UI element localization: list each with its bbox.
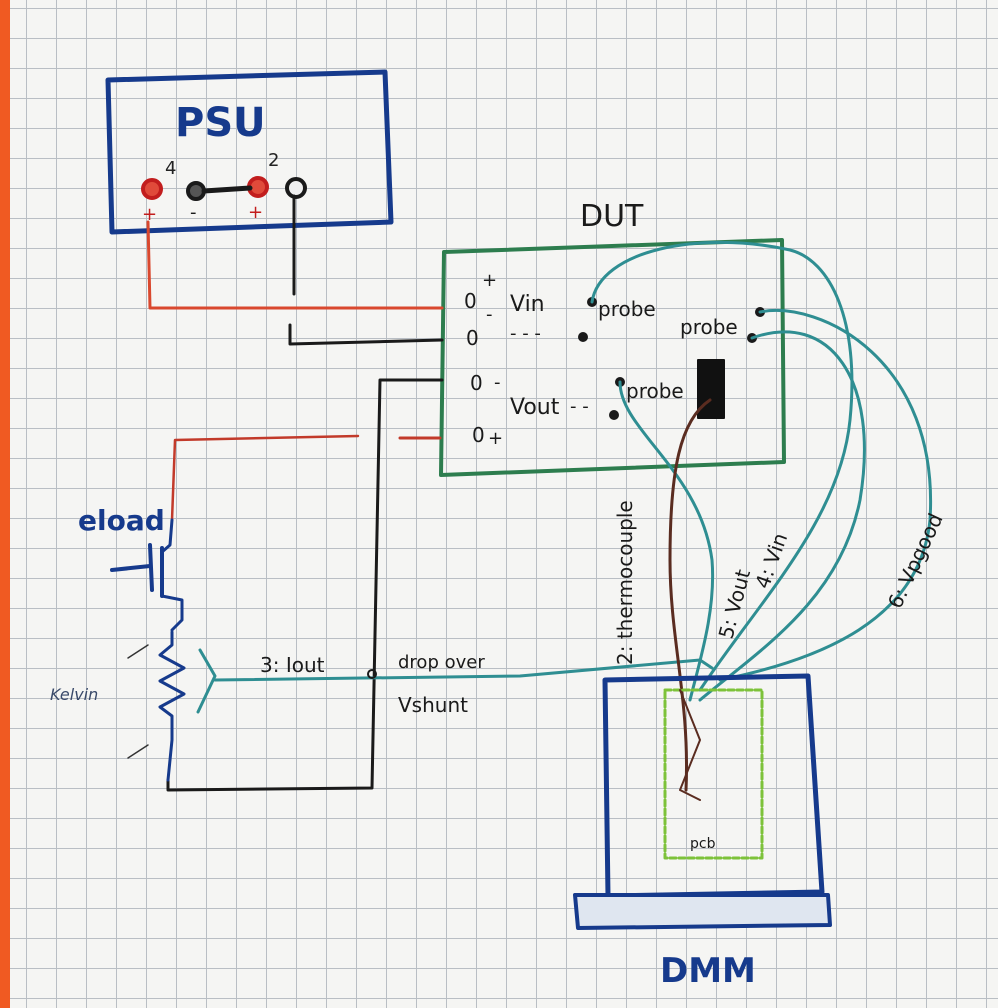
wire-vin-probe <box>590 240 854 692</box>
dut-zero-in2: 0 <box>466 326 479 350</box>
psu-terminal-2-minus <box>285 177 307 199</box>
psu-label-4: 4 <box>165 158 176 179</box>
iout-label: 3: Iout <box>260 653 325 677</box>
psu-plus-b: + <box>248 202 263 223</box>
dut-dash-in: - - - <box>510 323 541 344</box>
wire-dut-out-minus <box>166 378 444 792</box>
dut-zero-in: 0 <box>464 289 477 313</box>
eload-mosfet <box>110 543 164 598</box>
dot-vin-minus <box>578 332 588 342</box>
dut-zero-out: 0 <box>470 371 483 395</box>
psu-title: PSU <box>175 100 266 146</box>
psu-terminal-4-plus <box>141 178 163 200</box>
wire-eload-plus <box>170 434 360 522</box>
psu-jumper <box>201 185 253 194</box>
thermocouple-sensor <box>697 359 725 419</box>
wire-thermocouple <box>668 398 712 792</box>
vin-channel-label: 4: Vin <box>750 530 792 592</box>
wire-psu-plus-to-dut-vin <box>146 220 444 310</box>
dut-minus-in: - <box>486 304 493 325</box>
wire-gnd-to-dut <box>288 323 444 346</box>
wire-vout-probe <box>618 380 715 702</box>
kelvin-arrows <box>127 644 149 759</box>
dut-plus-in: + <box>482 270 497 291</box>
dmm-pcb-twist <box>679 689 701 801</box>
probe-label-pgood: probe <box>680 315 738 339</box>
vout-channel-label: 5: Vout <box>714 567 756 642</box>
dut-minus-out: - <box>494 372 501 393</box>
dot-vout-minus <box>609 410 619 420</box>
vshunt-label: Vshunt <box>398 693 468 717</box>
dmm-box <box>602 673 825 899</box>
thermocouple-label: 2: thermocouple <box>613 500 637 665</box>
wire-vpgood-probe-b <box>698 330 866 702</box>
dut-box <box>439 238 786 477</box>
dmm-pcb <box>663 688 764 860</box>
dmm-title: DMM <box>660 951 756 991</box>
drop-over-label: drop over <box>398 652 485 673</box>
psu-minus-a: - <box>190 202 197 223</box>
psu-plus-a: + <box>142 204 157 225</box>
dut-title: DUT <box>580 199 644 234</box>
probe-label-vin: probe <box>598 297 656 321</box>
dut-vin-label: Vin <box>510 292 545 317</box>
dmm-pcb-label: pcb <box>690 836 716 852</box>
dmm-base <box>573 893 832 930</box>
dut-vout-label: Vout <box>510 395 560 420</box>
wire-vpgood-probe <box>718 309 933 682</box>
dut-plus-out: + <box>488 428 503 449</box>
wire-iout-sense <box>196 648 714 714</box>
psu-label-2: 2 <box>268 150 279 171</box>
psu-box <box>105 69 394 235</box>
probe-label-vout: probe <box>626 379 684 403</box>
kelvin-label: Kelvin <box>50 685 98 704</box>
vpgood-channel-label: 6: Vpgood <box>883 509 948 612</box>
red-paper-edge <box>0 0 10 1008</box>
eload-body <box>160 518 184 632</box>
shunt-resistor <box>158 630 186 782</box>
eload-label: eload <box>78 504 165 537</box>
junction-iout <box>367 669 377 679</box>
dut-zero-out2: 0 <box>472 423 485 447</box>
dut-dash-out: - - <box>570 396 589 417</box>
